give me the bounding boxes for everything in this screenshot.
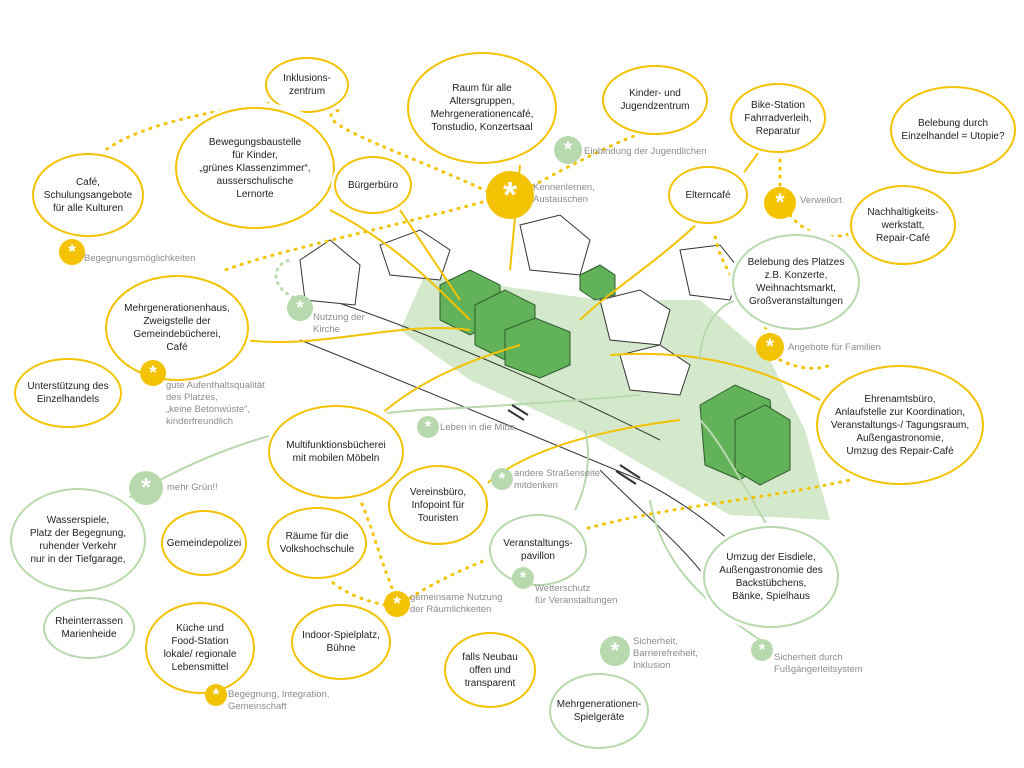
cloud-text: Rheinterrassen Marienheide xyxy=(55,616,123,640)
cloud-text: Mehrgenerationenhaus, Zweigstelle der Ge… xyxy=(124,303,230,353)
cloud-text: Bürgerbüro xyxy=(347,179,399,191)
cloud-text: falls Neubau offen und transparent xyxy=(462,651,518,689)
cloud-rheinterrassen: Rheinterrassen Marienheide xyxy=(43,597,135,659)
cloud-bewegungsbaustelle: Bewegungsbaustelle für Kinder, „grünes K… xyxy=(175,107,335,229)
church-loop xyxy=(274,258,302,302)
cloud-buergerbuero: Bürgerbüro xyxy=(334,156,412,214)
cloud-mehrgenerationenhaus: Mehrgenerationenhaus, Zweigstelle der Ge… xyxy=(105,275,249,381)
cloud-text: Wasserspiele, Platz der Begegnung, ruhen… xyxy=(29,515,127,565)
marker-label: Verweilort xyxy=(800,195,842,206)
cloud-text: Unterstützung des Einzelhandels xyxy=(27,381,109,405)
cloud-elterncafe: Elterncafé xyxy=(668,166,748,224)
marker-label: Nutzung der Kirche xyxy=(313,312,365,335)
marker-label: Kennenlernen, Austauschen xyxy=(533,182,595,205)
cloud-text: Räume für die Volkshochschule xyxy=(279,531,355,555)
cloud-jugendzentrum: Kinder- und Jugendzentrum xyxy=(602,65,708,135)
cloud-unterstuetzung-einzelhandel: Unterstützung des Einzelhandels xyxy=(14,358,122,428)
cloud-gemeindepolizei: Gemeindepolizei xyxy=(161,510,247,576)
cloud-vereinsbuero: Vereinsbüro, Infopoint für Touristen xyxy=(388,465,488,545)
cloud-falls-neubau: falls Neubau offen und transparent xyxy=(444,632,536,708)
asterisk-icon: * xyxy=(140,360,166,386)
cloud-kueche-food-station: Küche und Food-Station lokale/ regionale… xyxy=(145,602,255,694)
marker-label: Sicherheit, Barrierefreiheit, Inklusion xyxy=(633,636,698,671)
asterisk-icon: * xyxy=(554,136,582,164)
marker-label: Begegnung, Integration, Gemeinschaft xyxy=(228,689,330,712)
new-buildings xyxy=(439,264,791,486)
cloud-volkshochschule: Räume für die Volkshochschule xyxy=(267,507,367,579)
cloud-veranstaltungspavillon: Veranstaltungs- pavillon xyxy=(489,514,587,586)
cloud-text: Raum für alle Altersgruppen, Mehrgenerat… xyxy=(430,83,534,133)
asterisk-icon: * xyxy=(417,416,439,438)
cloud-text: Belebung des Platzes z.B. Konzerte, Weih… xyxy=(747,257,845,307)
asterisk-icon: * xyxy=(384,591,410,617)
marker-label: Wetterschutz für Veranstaltungen xyxy=(535,583,618,606)
marker-label: gemeinsame Nutzung der Räumlichkeiten xyxy=(410,592,503,615)
cloud-inklusionszentrum: Inklusions- zentrum xyxy=(265,57,349,113)
marker-label: Sicherheit durch Fußgängerleitsystem xyxy=(774,652,863,675)
connections-green xyxy=(94,297,771,641)
cloud-raum-fuer-alle: Raum für alle Altersgruppen, Mehrgenerat… xyxy=(407,52,557,164)
marker-label: andere Straßenseite mitdenken xyxy=(514,468,601,491)
cloud-nachhaltigkeitswerkstatt: Nachhaltigkeits- werkstatt, Repair-Café xyxy=(850,185,956,265)
cloud-text: Inklusions- zentrum xyxy=(283,73,331,97)
asterisk-icon: * xyxy=(600,636,630,666)
cloud-text: Elterncafé xyxy=(685,189,731,201)
cloud-spielgeraete: Mehrgenerationen- Spielgeräte xyxy=(549,673,649,749)
crosswalks xyxy=(507,404,641,485)
asterisk-icon: * xyxy=(512,567,534,589)
cloud-text: Mehrgenerationen- Spielgeräte xyxy=(556,699,642,723)
cloud-multifunktionsbuecherei: Multifunktionsbücherei mit mobilen Möbel… xyxy=(268,405,404,499)
cloud-text: Bewegungsbaustelle für Kinder, „grünes K… xyxy=(199,136,311,200)
cloud-text: Bike-Station Fahrradverleih, Reparatur xyxy=(744,99,812,137)
asterisk-icon: * xyxy=(287,295,313,321)
houses xyxy=(299,214,741,396)
cloud-text: Ehrenamtsbüro, Anlaufstelle zur Koordina… xyxy=(830,393,970,457)
cloud-text: Belebung durch Einzelhandel = Utopie? xyxy=(901,118,1005,142)
marker-label: Begegnungsmöglichkeiten xyxy=(84,253,196,264)
marker-label: Einbindung der Jugendlichen xyxy=(584,146,707,157)
asterisk-icon: * xyxy=(751,639,773,661)
road xyxy=(329,299,661,441)
marker-label: Leben in die Mitte xyxy=(440,422,515,433)
cloud-cafe-schulungsangebote: Café, Schulungsangebote für alle Kulture… xyxy=(32,153,144,237)
cloud-text: Indoor-Spielplatz, Bühne xyxy=(302,630,380,654)
cloud-text: Nachhaltigkeits- werkstatt, Repair-Café xyxy=(867,206,939,244)
cloud-belebung-des-platzes: Belebung des Platzes z.B. Konzerte, Weih… xyxy=(732,234,860,330)
cloud-text: Multifunktionsbücherei mit mobilen Möbel… xyxy=(286,440,386,464)
cloud-text: Umzug der Eisdiele, Außengastronomie des… xyxy=(719,552,823,602)
cloud-umzug-eisdiele: Umzug der Eisdiele, Außengastronomie des… xyxy=(703,526,839,628)
asterisk-icon: * xyxy=(764,187,796,219)
cloud-text: Veranstaltungs- pavillon xyxy=(503,538,573,562)
cloud-text: Vereinsbüro, Infopoint für Touristen xyxy=(409,486,467,524)
cloud-text: Gemeindepolizei xyxy=(166,537,242,549)
cloud-wasserspiele: Wasserspiele, Platz der Begegnung, ruhen… xyxy=(10,488,146,592)
asterisk-icon: * xyxy=(129,471,163,505)
cloud-text: Kinder- und Jugendzentrum xyxy=(620,88,690,112)
asterisk-icon: * xyxy=(59,239,85,265)
marker-label: gute Aufenthaltsqualität des Platzes, „k… xyxy=(166,380,265,427)
marker-label: Angebote für Familien xyxy=(788,342,881,353)
cloud-text: Küche und Food-Station lokale/ regionale… xyxy=(163,623,237,673)
asterisk-icon: * xyxy=(491,468,513,490)
marker-label: mehr Grün!! xyxy=(167,482,218,493)
cloud-einzelhandel-utopie: Belebung durch Einzelhandel = Utopie? xyxy=(890,86,1016,174)
asterisk-icon: * xyxy=(756,333,784,361)
connections-solid xyxy=(244,149,821,491)
cloud-ehrenamtsbuero: Ehrenamtsbüro, Anlaufstelle zur Koordina… xyxy=(816,365,984,485)
cloud-text: Café, Schulungsangebote für alle Kulture… xyxy=(43,176,133,214)
asterisk-icon: * xyxy=(205,684,227,706)
cloud-indoor-spielplatz: Indoor-Spielplatz, Bühne xyxy=(291,604,391,680)
asterisk-icon: * xyxy=(486,171,534,219)
cloud-bike-station: Bike-Station Fahrradverleih, Reparatur xyxy=(730,83,826,153)
